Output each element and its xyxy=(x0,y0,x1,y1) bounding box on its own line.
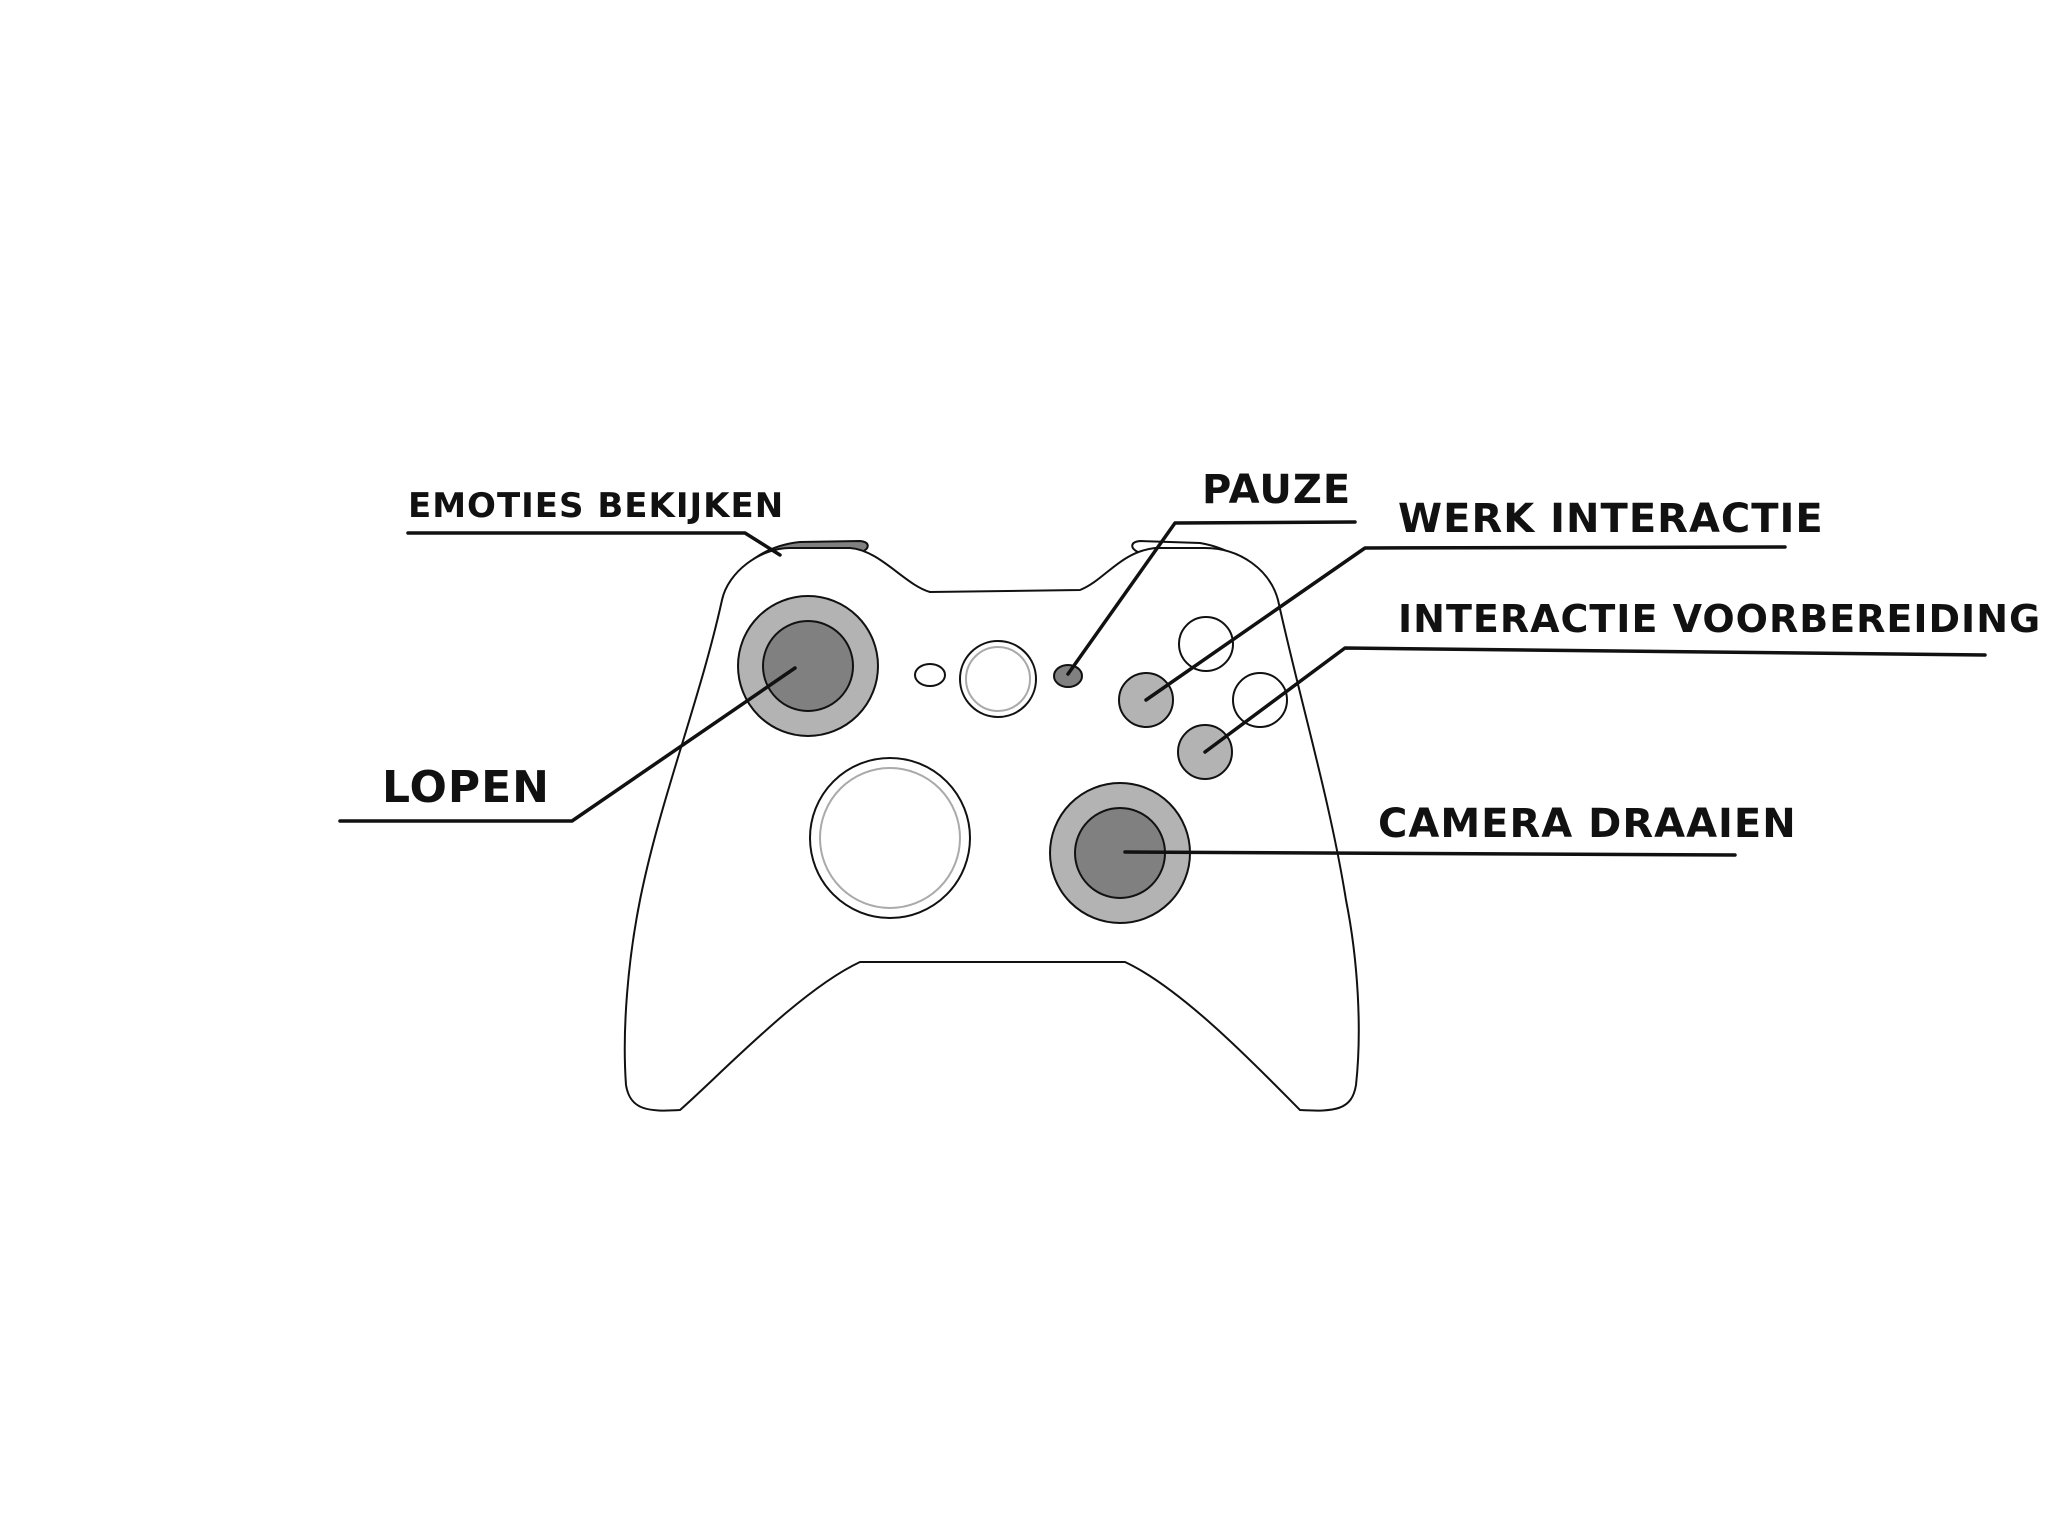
label-pauze: PAUZE xyxy=(1202,467,1351,513)
back-button[interactable] xyxy=(914,663,946,687)
guide-button-inner xyxy=(965,646,1031,712)
start-button[interactable] xyxy=(1053,664,1083,688)
leader-lopen xyxy=(338,666,797,823)
leader-interactie-voorbereiding xyxy=(1203,646,1987,754)
label-emoties-bekijken: EMOTIES BEKIJKEN xyxy=(408,486,784,526)
label-lopen: LOPEN xyxy=(382,762,550,813)
dpad[interactable] xyxy=(809,757,971,919)
labels: EMOTIES BEKIJKEN PAUZE WERK INTERACTIE I… xyxy=(382,467,2041,847)
guide-button[interactable] xyxy=(959,640,1037,718)
face-button-top[interactable] xyxy=(1178,616,1234,672)
label-interactie-voorbereiding: INTERACTIE VOORBEREIDING xyxy=(1398,597,2041,641)
controller-body xyxy=(623,547,1360,1112)
leader-emoties-bekijken xyxy=(406,531,782,557)
leader-pauze xyxy=(1066,520,1357,676)
game-controller xyxy=(623,539,1360,1112)
leader-camera-draaien xyxy=(1123,850,1737,857)
leader-werk-interactie xyxy=(1144,545,1787,702)
label-camera-draaien: CAMERA DRAAIEN xyxy=(1378,801,1797,847)
face-button-right[interactable] xyxy=(1232,672,1288,728)
left-stick-cap[interactable] xyxy=(762,620,854,712)
label-werk-interactie: WERK INTERACTIE xyxy=(1398,496,1824,542)
dpad-inner xyxy=(819,767,961,909)
leader-lines xyxy=(338,520,1987,857)
